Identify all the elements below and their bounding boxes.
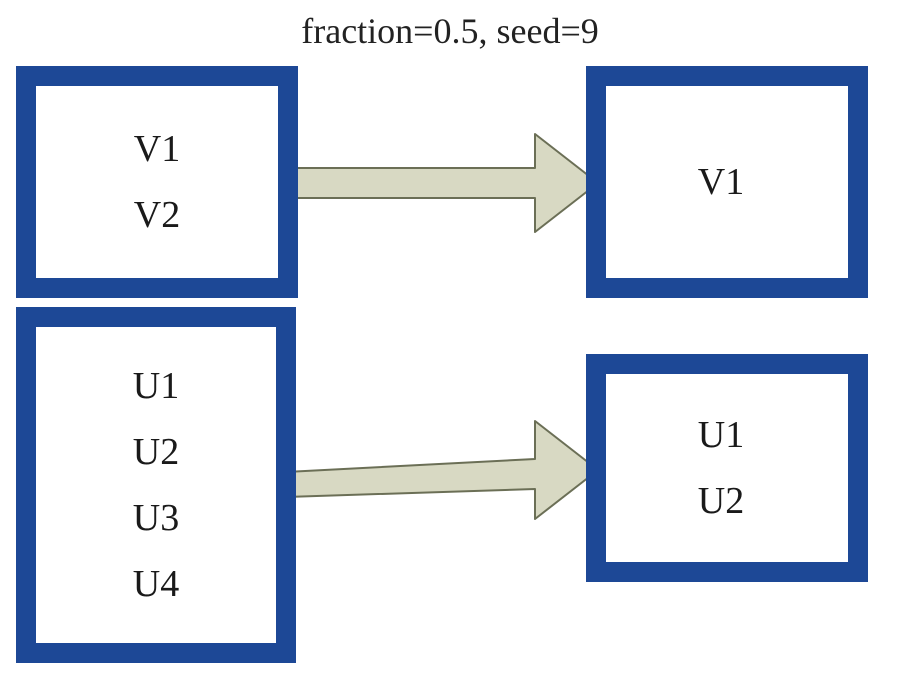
- sampling-arrow-u: [285, 420, 599, 520]
- sample-item-u2: U2: [697, 480, 745, 522]
- source-item-v2: V2: [133, 194, 181, 236]
- sample-item-u1: U1: [697, 414, 745, 456]
- sample-box-u: U1 U2: [586, 354, 868, 582]
- diagram-title: fraction=0.5, seed=9: [301, 11, 599, 51]
- source-box-u: U1 U2 U3 U4: [16, 307, 296, 663]
- sampling-arrow-v: [285, 133, 599, 233]
- source-item-u1: U1: [132, 365, 180, 407]
- source-box-v: V1 V2: [16, 66, 298, 298]
- sample-box-v: V1: [586, 66, 868, 298]
- source-item-u4: U4: [132, 563, 180, 605]
- source-item-u3: U3: [132, 497, 180, 539]
- sample-item-v1: V1: [697, 161, 745, 203]
- source-item-u2: U2: [132, 431, 180, 473]
- source-item-v1: V1: [133, 128, 181, 170]
